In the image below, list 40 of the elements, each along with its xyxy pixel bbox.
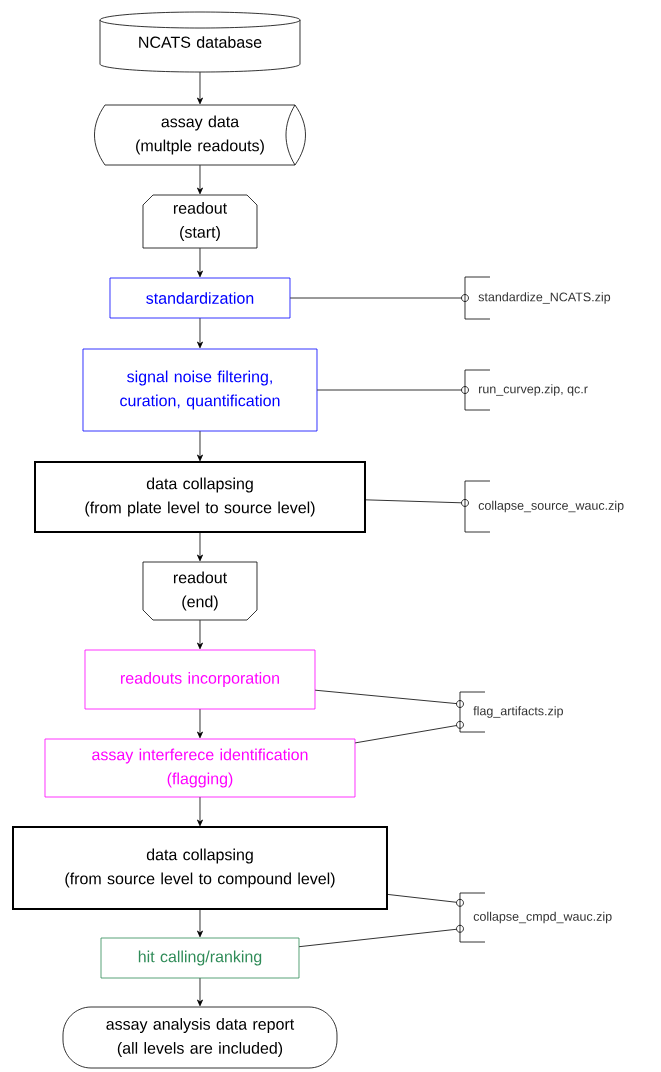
connector-line: [354, 725, 457, 744]
connector-line: [289, 297, 462, 299]
database-cylinder: NCATS database: [99, 11, 301, 73]
process-box: assay interferece identification (flagging): [44, 738, 356, 798]
arrow: [197, 619, 203, 650]
node-label: NCATS database: [139, 36, 262, 48]
script-annotation: collapse_cmpd_wauc.zip: [456, 892, 612, 943]
arrow: [197, 247, 203, 278]
script-annotation: flag_artifacts.zip: [456, 691, 563, 733]
node-label: flag_artifacts.zip: [473, 706, 563, 718]
process-box: readouts incorporation: [84, 649, 316, 710]
process-box: hit calling/ranking: [100, 937, 300, 979]
node-label: run_curvep.zip, qc.r: [479, 384, 588, 396]
arrow: [197, 977, 203, 1007]
connector-line: [298, 928, 457, 948]
process-box: data collapsing (from plate level to source level): [34, 461, 366, 533]
arrow: [197, 317, 203, 349]
script-annotation: collapse_source_wauc.zip: [461, 480, 624, 533]
arrow: [197, 531, 203, 562]
connector-line: [386, 893, 457, 903]
readout-box: readout (start): [142, 194, 258, 249]
process-box: signal noise filtering, curation, quantification: [82, 348, 318, 432]
arrow: [197, 908, 203, 938]
terminal-box: assay analysis data report (all levels are included): [62, 1006, 338, 1069]
process-box: data collapsing (from source level to compound level): [12, 826, 388, 910]
connector-line: [364, 499, 462, 504]
node-label: collapse_cmpd_wauc.zip: [473, 911, 612, 924]
script-annotation: standardize_NCATS.zip: [461, 276, 611, 320]
node-label: collapse_source_wauc.zip: [478, 500, 624, 513]
arrow: [197, 71, 203, 105]
arrow: [197, 796, 203, 827]
process-box: standardization: [109, 277, 291, 319]
arrow: [197, 430, 203, 462]
script-annotation: run_curvep.zip, qc.r: [461, 369, 588, 411]
connector-line: [316, 389, 462, 391]
arrow: [197, 164, 203, 195]
connector-line: [314, 689, 457, 704]
node-label: standardize_NCATS.zip: [478, 292, 611, 304]
arrow: [197, 708, 203, 739]
readout-box: readout (end): [142, 561, 258, 621]
